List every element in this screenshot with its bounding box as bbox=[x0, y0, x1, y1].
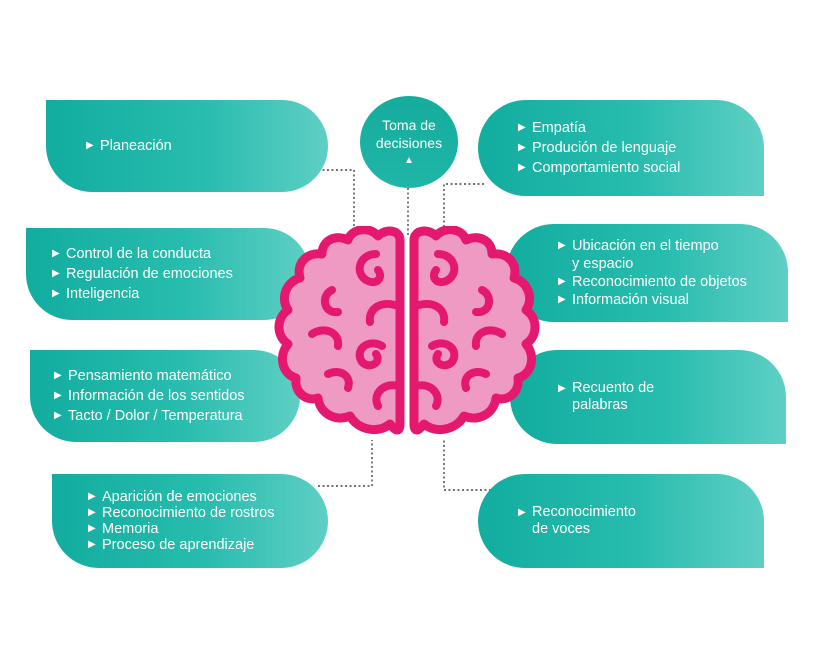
bullet-arrow-icon: ▶ bbox=[558, 237, 566, 255]
bullet-arrow-icon: ▶ bbox=[52, 284, 60, 304]
bullet-arrow-icon: ▶ bbox=[54, 386, 62, 406]
box-left-3: ▶Pensamiento matemático ▶Información de … bbox=[30, 350, 300, 442]
list-item: ▶Empatía bbox=[518, 118, 764, 138]
list-item: ▶Proceso de aprendizaje bbox=[88, 537, 328, 553]
list-item: ▶Aparición de emociones bbox=[88, 489, 328, 505]
box-left-1: ▶Planeación bbox=[46, 100, 328, 192]
list-item: ▶Información visual bbox=[558, 291, 788, 309]
list-item: ▶Planeación bbox=[86, 136, 328, 156]
box-left-4: ▶Aparición de emociones ▶Reconocimiento … bbox=[52, 474, 328, 568]
bullet-arrow-icon: ▶ bbox=[88, 521, 96, 537]
bullet-arrow-icon: ▶ bbox=[52, 244, 60, 264]
list-item: ▶Pensamiento matemático bbox=[54, 366, 300, 386]
list-item: ▶Memoria bbox=[88, 521, 328, 537]
decision-label-line1: Toma de bbox=[382, 116, 436, 134]
brain-left-hemisphere bbox=[279, 230, 400, 430]
bullet-arrow-icon: ▶ bbox=[558, 291, 566, 309]
bullet-arrow-icon: ▶ bbox=[86, 136, 94, 156]
box-left-2: ▶Control de la conducta ▶Regulación de e… bbox=[26, 228, 310, 320]
list-item: ▶Comportamiento social bbox=[518, 158, 764, 178]
bullet-arrow-icon: ▶ bbox=[88, 505, 96, 521]
bullet-arrow-icon: ▶ bbox=[518, 158, 526, 178]
list-item: ▶Reconocimiento de objetos bbox=[558, 273, 788, 291]
bullet-arrow-icon: ▶ bbox=[558, 380, 566, 397]
brain-right-hemisphere bbox=[414, 230, 535, 430]
decision-circle: Toma de decisiones ▲ bbox=[360, 96, 458, 188]
bullet-arrow-icon: ▶ bbox=[54, 366, 62, 386]
bullet-arrow-icon: ▶ bbox=[518, 118, 526, 138]
list-item: ▶Reconocimiento de rostros bbox=[88, 505, 328, 521]
list-item: ▶Produción de lenguaje bbox=[518, 138, 764, 158]
decision-label-line2: decisiones bbox=[376, 134, 442, 152]
box-right-1: ▶Empatía ▶Produción de lenguaje ▶Comport… bbox=[478, 100, 764, 196]
bullet-arrow-icon: ▶ bbox=[52, 264, 60, 284]
bullet-arrow-icon: ▶ bbox=[558, 273, 566, 291]
list-item: ▶Tacto / Dolor / Temperatura bbox=[54, 406, 300, 426]
bullet-arrow-icon: ▶ bbox=[518, 138, 526, 158]
up-triangle-icon: ▲ bbox=[404, 154, 414, 168]
bullet-arrow-icon: ▶ bbox=[88, 537, 96, 553]
list-item: ▶Información de los sentidos bbox=[54, 386, 300, 406]
brain-icon bbox=[272, 226, 542, 448]
bullet-arrow-icon: ▶ bbox=[518, 504, 526, 521]
bullet-arrow-icon: ▶ bbox=[54, 406, 62, 426]
bullet-arrow-icon: ▶ bbox=[88, 489, 96, 505]
